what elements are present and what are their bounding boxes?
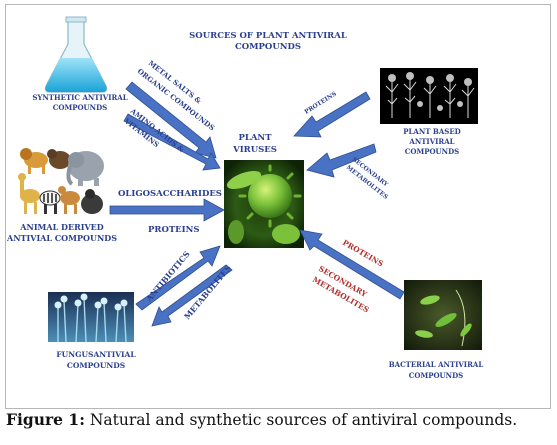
flask-icon <box>44 16 108 93</box>
animal-horse <box>58 186 80 214</box>
animal-giraffe <box>18 173 40 214</box>
figure-frame <box>5 4 551 409</box>
plant-label-line3: COMPOUNDS <box>405 147 459 156</box>
arrow-synthetic-upper <box>125 81 217 159</box>
label-oligosaccharides: OLIGOSACCHARIDES <box>118 189 222 199</box>
animal-elephant <box>66 151 104 186</box>
fungus-label-line1: FUNGUSANTIVIAL <box>56 350 136 359</box>
virus-blob-small <box>272 224 300 244</box>
center-label-line2: VIRUSES <box>232 145 277 155</box>
center-label-line1: PLANT <box>238 133 272 143</box>
bacterial-label-line2: COMPOUNDS <box>409 371 463 380</box>
animals-image <box>18 148 104 214</box>
caption-text: Natural and synthetic sources of antivir… <box>84 411 518 429</box>
figure-caption: Figure 1: Natural and synthetic sources … <box>6 410 554 438</box>
diagram-title-line1: SOURCES OF PLANT ANTIVIRAL <box>189 31 347 41</box>
animal-label-line2: ANTIVIAL COMPOUNDS <box>6 233 117 243</box>
plant-specimens-image <box>380 68 478 124</box>
plant-virus-image <box>224 160 304 248</box>
arrow-animal <box>109 198 225 222</box>
fungus-label-line2: COMPOUNDS <box>67 361 125 370</box>
animal-label-line1: ANIMAL DERIVED <box>19 222 103 232</box>
label-animal-proteins: PROTEINS <box>148 225 200 235</box>
diagram-title-line2: COMPOUNDS <box>235 42 301 52</box>
arrow-synthetic-lower <box>123 113 221 171</box>
animal-bear <box>47 149 71 169</box>
bacterial-label-line1: BACTERIAL ANTIVIRAL <box>389 360 484 369</box>
arrow-fungus-return <box>151 264 233 327</box>
virus-fragment <box>228 220 244 244</box>
plant-label-line1: PLANT BASED <box>403 127 460 136</box>
animal-lion <box>20 148 48 174</box>
arrow-fungus <box>135 245 221 311</box>
synthetic-label-line1: SYNTHETIC ANTIVIRAL <box>32 93 127 102</box>
fungus-image <box>48 292 134 343</box>
virus-rod <box>226 170 262 190</box>
arrow-plant-lower <box>306 143 377 178</box>
bacteria-image <box>404 280 482 350</box>
animal-gorilla <box>81 189 103 214</box>
caption-label: Figure 1: <box>6 410 85 429</box>
synthetic-label-line2: COMPOUNDS <box>53 103 107 112</box>
arrow-plant-upper <box>293 91 371 138</box>
arrow-bacteria <box>299 229 405 300</box>
plant-label-line2: ANTIVIRAL <box>408 137 454 146</box>
animal-zebra <box>39 190 61 214</box>
